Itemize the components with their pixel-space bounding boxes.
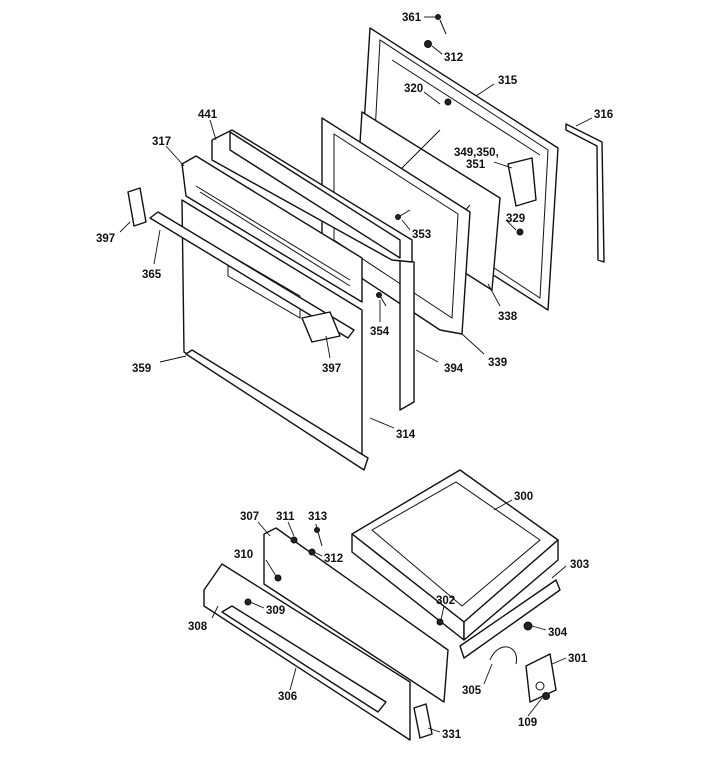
callout-312-bottom: 312 <box>324 553 343 565</box>
screw-320 <box>444 98 452 106</box>
callout-365: 365 <box>142 269 162 281</box>
callout-361: 361 <box>402 12 422 24</box>
callout-317: 317 <box>152 136 171 148</box>
nut-109 <box>542 692 550 700</box>
callout-312-top: 312 <box>444 52 463 64</box>
callout-310: 310 <box>234 549 253 561</box>
callout-339: 339 <box>488 357 507 369</box>
callout-320: 320 <box>404 83 423 95</box>
callout-313: 313 <box>308 511 327 523</box>
callout-309: 309 <box>266 605 285 617</box>
callout-308: 308 <box>188 621 208 633</box>
callout-300: 300 <box>514 491 533 503</box>
screw-310 <box>274 574 282 582</box>
callout-304: 304 <box>548 627 568 639</box>
callout-397-right: 397 <box>322 363 341 375</box>
callout-315: 315 <box>498 75 518 87</box>
screw-302 <box>436 618 444 626</box>
drawer-front-307 <box>263 527 449 703</box>
callout-353: 353 <box>412 229 431 241</box>
screw-353 <box>395 209 411 220</box>
callout-301: 301 <box>568 653 588 665</box>
door-handle-365 <box>149 211 355 339</box>
callout-329: 329 <box>506 213 525 225</box>
callout-397-left: 397 <box>96 233 115 245</box>
nut-304 <box>523 621 533 631</box>
bracket-301 <box>525 653 557 703</box>
hinge-bracket-351 <box>507 157 537 207</box>
callout-303: 303 <box>570 559 589 571</box>
callout-354: 354 <box>370 326 390 338</box>
screw-354 <box>376 292 387 307</box>
callout-109: 109 <box>518 717 537 729</box>
callout-306: 306 <box>278 691 297 703</box>
callout-394: 394 <box>444 363 464 375</box>
handle-endcap-397a <box>127 187 147 227</box>
callout-314: 314 <box>396 429 416 441</box>
inner-door-panel-441 <box>211 129 413 263</box>
callout-307: 307 <box>240 511 259 523</box>
door-gasket-316 <box>565 123 605 263</box>
screw-313 <box>314 527 323 547</box>
side-trim-394 <box>399 257 415 411</box>
callout-359: 359 <box>132 363 151 375</box>
screw-329 <box>516 228 524 236</box>
callout-351: 351 <box>466 159 486 171</box>
callout-441: 441 <box>198 109 218 121</box>
drawer-tub-300 <box>351 469 559 641</box>
leader-lines <box>119 16 593 733</box>
callout-311: 311 <box>276 511 295 523</box>
callout-331: 331 <box>442 729 462 741</box>
screw-311 <box>290 536 298 544</box>
drawer-handle-306 <box>221 605 387 713</box>
bottom-trim-359 <box>185 349 369 471</box>
slide-rail-303 <box>459 579 561 659</box>
callout-316: 316 <box>594 109 613 121</box>
callout-338: 338 <box>498 311 518 323</box>
callout-305: 305 <box>462 685 482 697</box>
wire-clip-305 <box>489 646 517 665</box>
drawer-endcap-331 <box>413 703 433 739</box>
callout-302: 302 <box>436 595 455 607</box>
screw-361 <box>435 14 447 35</box>
screw-312a <box>424 40 432 48</box>
callout-349-350: 349,350, <box>454 147 499 159</box>
vent-trim-317 <box>181 155 363 303</box>
handle-endcap-397b <box>301 311 341 343</box>
